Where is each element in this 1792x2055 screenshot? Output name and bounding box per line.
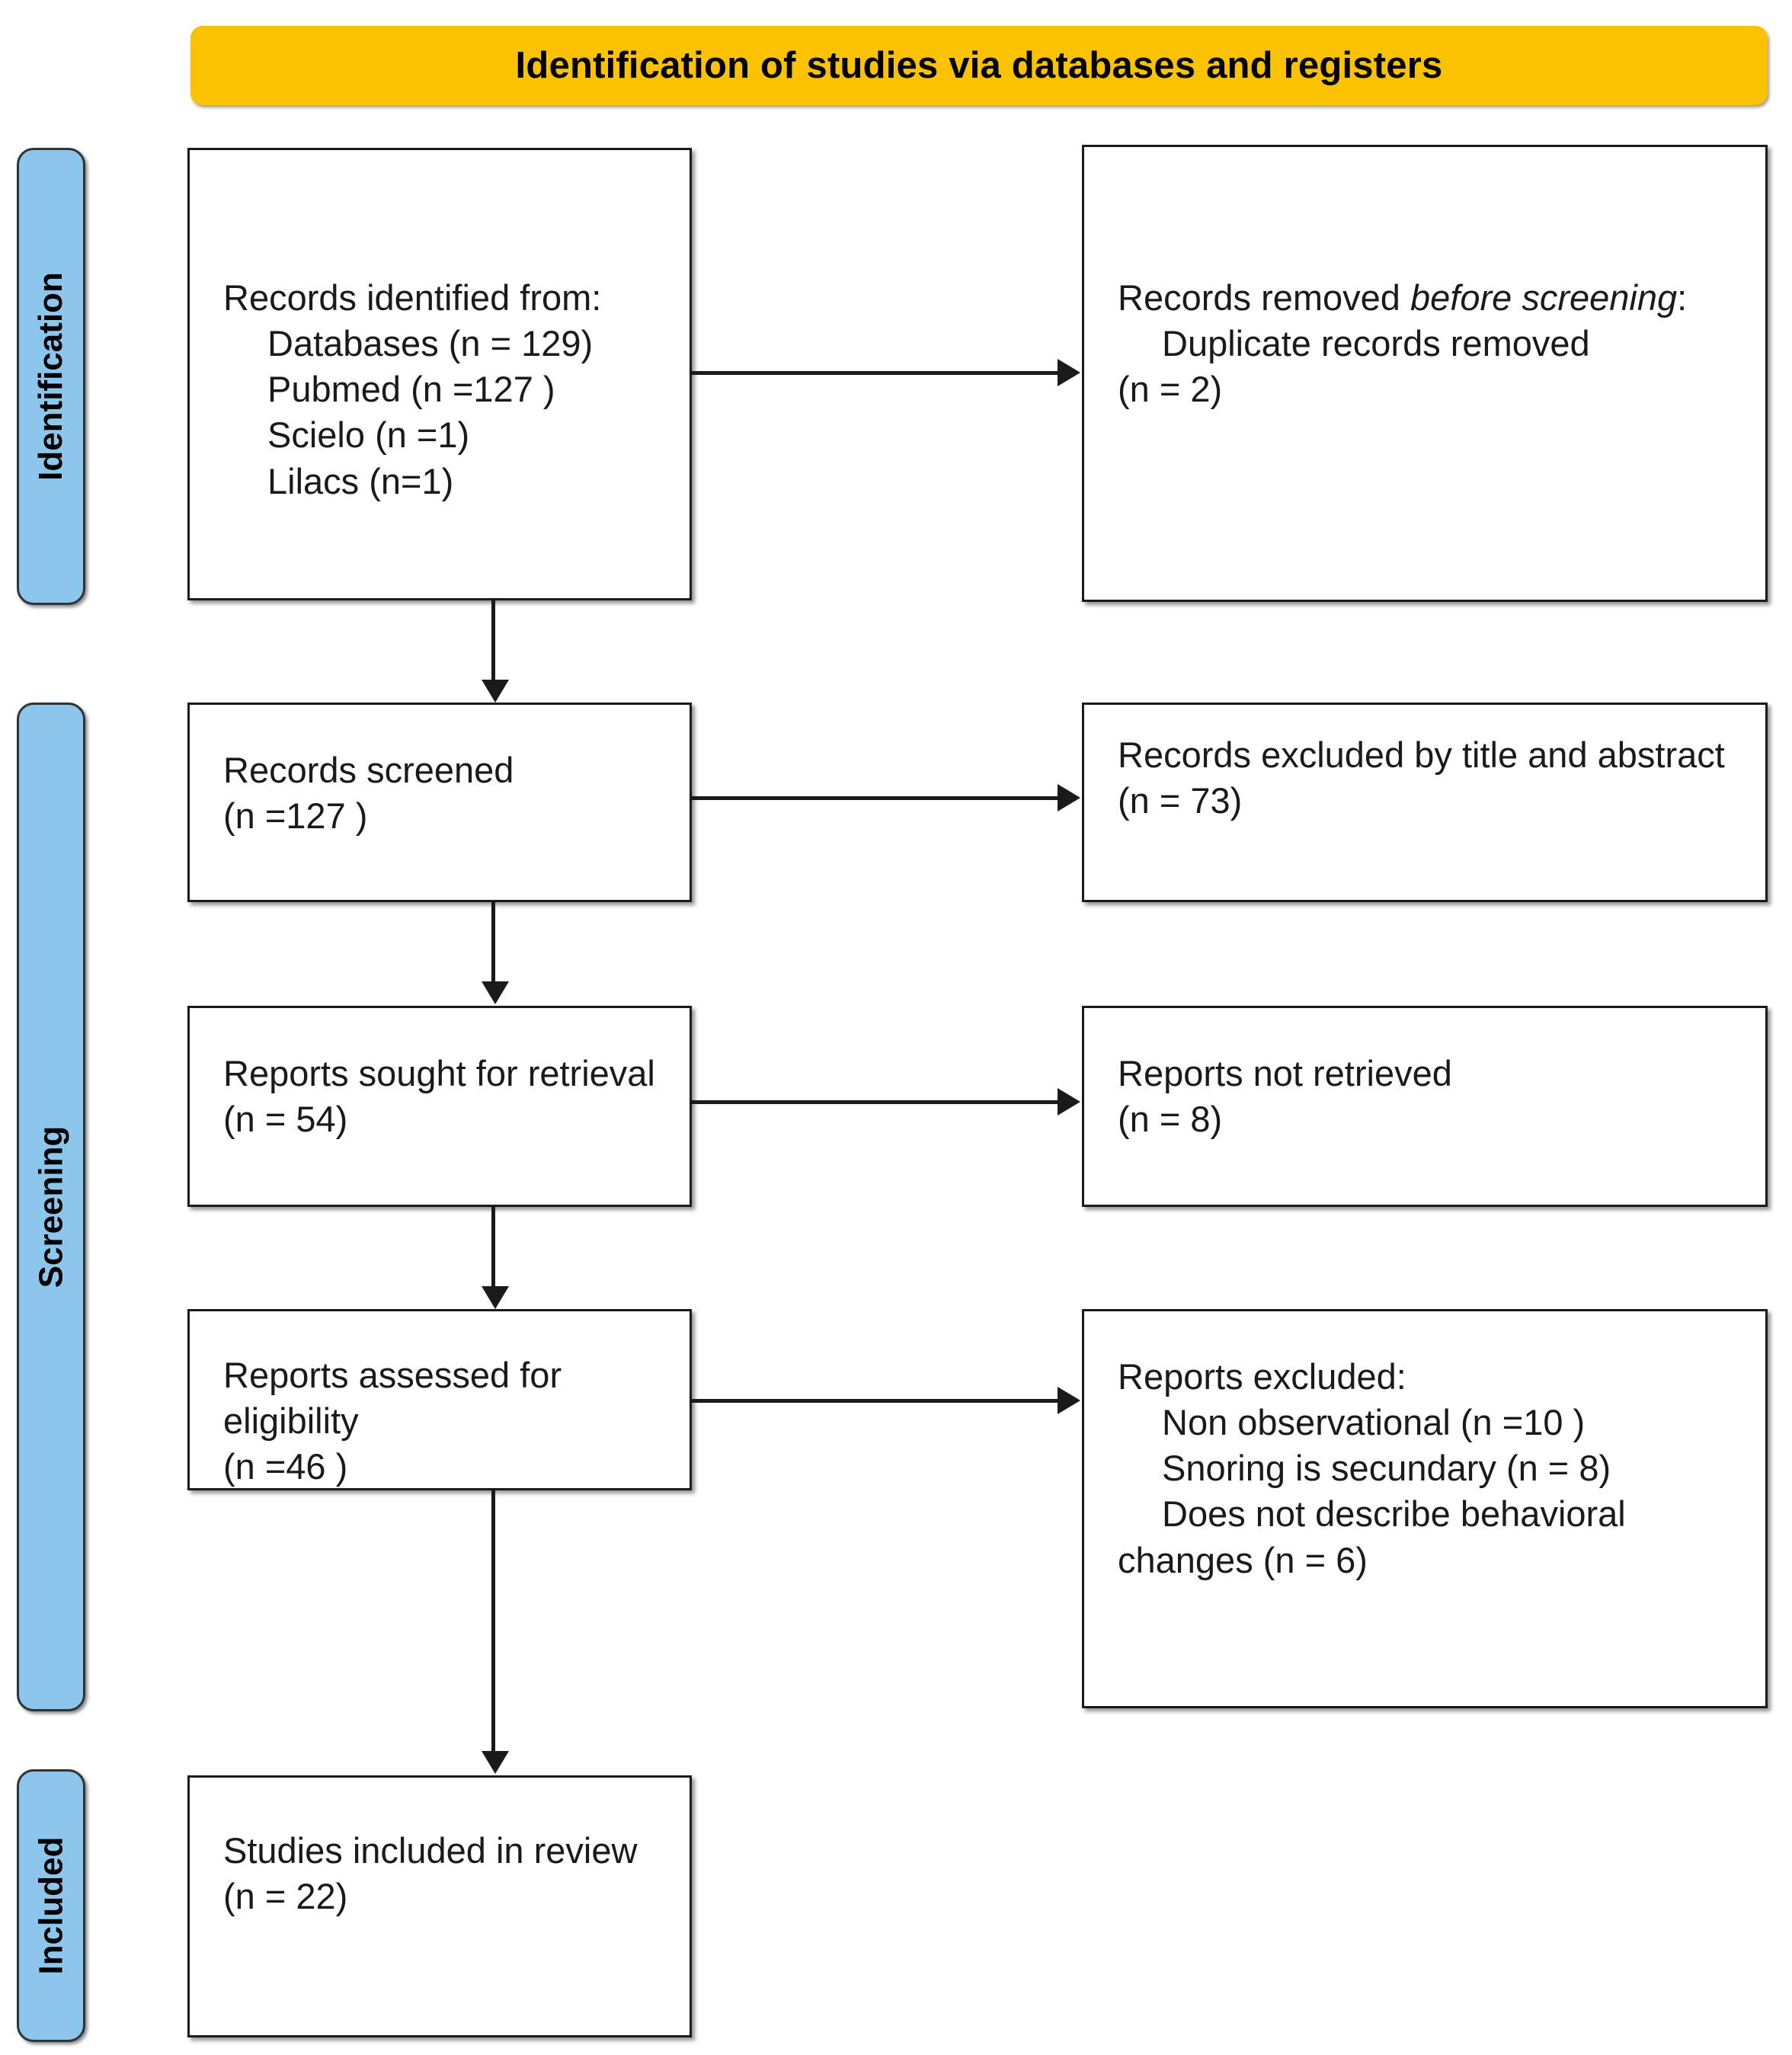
box-records-screened: Records screened (n =127 ) bbox=[187, 703, 692, 902]
connector-identified-to-screened bbox=[491, 600, 495, 681]
records-removed-heading-prefix: Records removed bbox=[1118, 277, 1410, 318]
box-records-removed: Records removed before screening: Duplic… bbox=[1082, 145, 1768, 602]
connector-sought-to-not-retrieved bbox=[692, 1100, 1059, 1104]
box-reports-sought: Reports sought for retrieval (n = 54) bbox=[187, 1006, 692, 1207]
box-records-excluded-title-abstract-content: Records excluded by title and abstract (… bbox=[1118, 732, 1747, 824]
box-reports-not-retrieved-content: Reports not retrieved (n = 8) bbox=[1118, 1051, 1747, 1142]
connector-assessed-to-included bbox=[491, 1490, 495, 1753]
reports-excluded-reason-no-behavioral-cont: changes (n = 6) bbox=[1118, 1539, 1368, 1580]
arrow-down-icon bbox=[482, 680, 509, 703]
box-reports-excluded-content: Reports excluded: Non observational (n =… bbox=[1118, 1354, 1747, 1583]
box-records-identified: Records identified from: Databases (n = … bbox=[187, 148, 692, 600]
box-reports-not-retrieved: Reports not retrieved (n = 8) bbox=[1082, 1006, 1768, 1207]
stage-label-identification-text: Identification bbox=[32, 272, 69, 481]
reports-not-retrieved-count: (n = 8) bbox=[1118, 1099, 1223, 1140]
box-reports-assessed-content: Reports assessed for eligibility (n =46 … bbox=[223, 1352, 671, 1490]
box-records-excluded-title-abstract: Records excluded by title and abstract (… bbox=[1082, 703, 1768, 902]
records-screened-count: (n =127 ) bbox=[223, 795, 368, 837]
box-records-removed-content: Records removed before screening: Duplic… bbox=[1118, 275, 1747, 412]
connector-identified-to-removed bbox=[692, 371, 1059, 375]
box-reports-excluded: Reports excluded: Non observational (n =… bbox=[1082, 1309, 1768, 1708]
records-screened-label: Records screened bbox=[223, 750, 514, 790]
arrow-right-icon bbox=[1058, 784, 1080, 811]
connector-screened-to-excluded bbox=[692, 796, 1059, 800]
records-removed-heading-suffix: : bbox=[1677, 277, 1688, 318]
reports-excluded-reason-non-observational: Non observational (n =10 ) bbox=[1162, 1402, 1586, 1443]
reports-sought-count: (n = 54) bbox=[223, 1099, 348, 1140]
box-records-identified-content: Records identified from: Databases (n = … bbox=[223, 275, 671, 504]
records-identified-item-scielo: Scielo (n =1) bbox=[267, 415, 470, 456]
box-reports-sought-content: Reports sought for retrieval (n = 54) bbox=[223, 1051, 671, 1142]
records-identified-heading: Records identified from: bbox=[223, 277, 602, 318]
connector-screened-to-sought bbox=[491, 902, 495, 983]
records-excluded-title-abstract-label: Records excluded by title and abstract bbox=[1118, 735, 1725, 775]
records-removed-item-duplicates: Duplicate records removed bbox=[1162, 323, 1590, 364]
stage-label-identification: Identification bbox=[17, 148, 85, 605]
records-identified-item-databases: Databases (n = 129) bbox=[267, 323, 594, 364]
stage-label-included: Included bbox=[17, 1769, 85, 2042]
reports-excluded-heading: Reports excluded: bbox=[1118, 1356, 1406, 1397]
arrow-down-icon bbox=[482, 981, 509, 1004]
reports-sought-label: Reports sought for retrieval bbox=[223, 1053, 655, 1093]
box-reports-assessed: Reports assessed for eligibility (n =46 … bbox=[187, 1309, 692, 1490]
arrow-right-icon bbox=[1058, 1387, 1080, 1414]
records-removed-heading-italic: before screening bbox=[1410, 277, 1678, 318]
records-removed-count: (n = 2) bbox=[1118, 369, 1223, 410]
diagram-title: Identification of studies via databases … bbox=[515, 45, 1443, 86]
reports-not-retrieved-label: Reports not retrieved bbox=[1118, 1053, 1452, 1093]
arrow-down-icon bbox=[482, 1286, 509, 1309]
records-identified-item-pubmed: Pubmed (n =127 ) bbox=[267, 369, 555, 410]
studies-included-count: (n = 22) bbox=[223, 1876, 348, 1917]
records-removed-heading: Records removed before screening: bbox=[1118, 275, 1747, 321]
stage-label-screening: Screening bbox=[17, 703, 85, 1711]
arrow-right-icon bbox=[1058, 1088, 1080, 1116]
diagram-header-banner: Identification of studies via databases … bbox=[190, 26, 1768, 105]
box-records-screened-content: Records screened (n =127 ) bbox=[223, 747, 671, 839]
box-studies-included-content: Studies included in review (n = 22) bbox=[223, 1828, 671, 1919]
arrow-down-icon bbox=[482, 1751, 509, 1774]
reports-excluded-reason-no-behavioral: Does not describe behavioral bbox=[1162, 1493, 1626, 1535]
records-identified-item-lilacs: Lilacs (n=1) bbox=[267, 460, 454, 501]
connector-sought-to-assessed bbox=[491, 1207, 495, 1288]
arrow-right-icon bbox=[1058, 359, 1080, 386]
connector-assessed-to-excluded bbox=[692, 1399, 1059, 1403]
stage-label-screening-text: Screening bbox=[32, 1125, 69, 1288]
reports-assessed-count: (n =46 ) bbox=[223, 1446, 348, 1487]
reports-assessed-label: Reports assessed for eligibility bbox=[223, 1355, 562, 1442]
studies-included-label: Studies included in review bbox=[223, 1830, 638, 1871]
reports-excluded-reason-snoring-secundary: Snoring is secundary (n = 8) bbox=[1162, 1448, 1611, 1489]
stage-label-included-text: Included bbox=[32, 1836, 69, 1975]
box-studies-included: Studies included in review (n = 22) bbox=[187, 1775, 692, 2037]
records-excluded-title-abstract-count: (n = 73) bbox=[1118, 780, 1243, 821]
